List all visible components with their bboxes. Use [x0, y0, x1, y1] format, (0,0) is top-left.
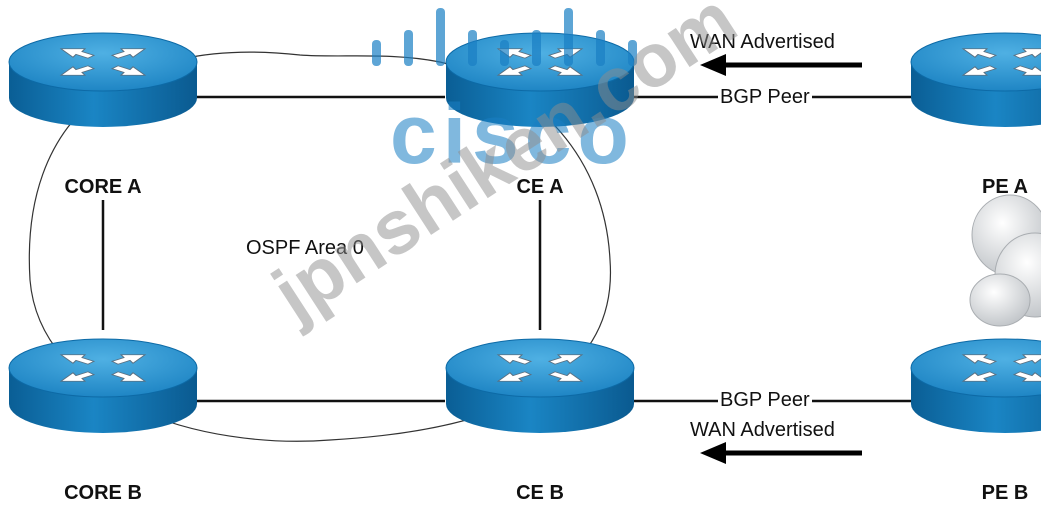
bgp-peer-label-bottom: BGP Peer	[718, 389, 812, 412]
ospf-area-label: OSPF Area 0	[246, 237, 364, 259]
label-pe-b: PE B	[981, 482, 1029, 504]
label-ce-a: CE A	[516, 176, 564, 198]
wan-arrow-bottom	[700, 442, 862, 464]
wan-arrow-top	[700, 54, 862, 76]
cisco-logo-watermark	[372, 8, 637, 66]
router-core-a	[9, 33, 197, 127]
label-core-b: CORE B	[64, 482, 142, 504]
label-ce-b: CE B	[516, 482, 564, 504]
wan-cloud	[969, 194, 1041, 327]
wan-advertised-label-top: WAN Advertised	[690, 31, 835, 53]
router-pe-b	[911, 339, 1041, 433]
router-pe-a	[911, 33, 1041, 127]
router-ce-b	[446, 339, 634, 433]
label-core-a: CORE A	[64, 176, 142, 198]
wan-advertised-label-bottom: WAN Advertised	[690, 419, 835, 441]
label-pe-a: PE A	[982, 176, 1028, 198]
bgp-peer-label-top: BGP Peer	[718, 86, 812, 109]
router-core-b	[9, 339, 197, 433]
